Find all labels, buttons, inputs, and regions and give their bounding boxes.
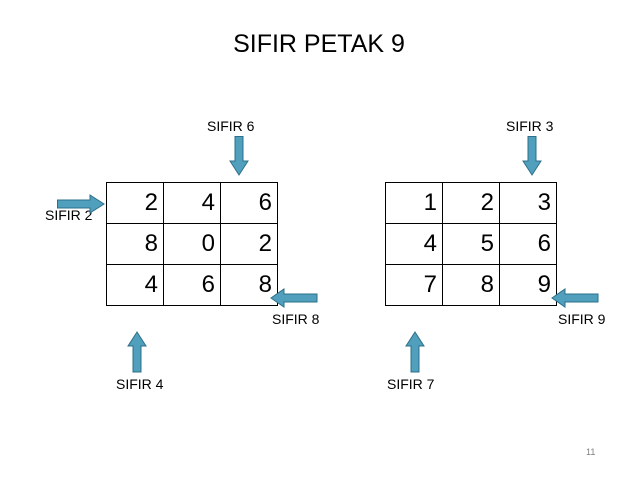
grid-cell: 7: [385, 264, 443, 306]
table-row: 1 2 3: [385, 182, 557, 224]
table-row: 4 5 6: [385, 223, 557, 265]
right-right-label: SIFIR 9: [558, 311, 606, 327]
arrow-left-icon: [551, 288, 599, 308]
grid-cell: 2: [106, 182, 164, 224]
grid-cell: 3: [499, 182, 557, 224]
left-left-label: SIFIR 2: [45, 207, 93, 223]
left-right-label: SIFIR 8: [272, 311, 320, 327]
slide-title: SIFIR PETAK 9: [233, 30, 405, 58]
grid-cell: 0: [163, 223, 221, 265]
left-grid: 2 4 6 8 0 2 4 6 8: [106, 182, 278, 306]
grid-cell: 6: [499, 223, 557, 265]
grid-cell: 1: [385, 182, 443, 224]
table-row: 7 8 9: [385, 264, 557, 306]
arrow-down-icon: [229, 136, 249, 176]
grid-cell: 2: [442, 182, 500, 224]
left-top-label: SIFIR 6: [207, 118, 255, 134]
grid-cell: 4: [106, 264, 164, 306]
table-row: 4 6 8: [106, 264, 278, 306]
page-number: 11: [586, 447, 596, 457]
right-bottom-label: SIFIR 7: [387, 376, 435, 392]
grid-cell: 4: [163, 182, 221, 224]
right-grid: 1 2 3 4 5 6 7 8 9: [385, 182, 557, 306]
arrow-right-icon: [57, 194, 105, 214]
arrow-up-icon: [127, 331, 147, 373]
grid-cell: 9: [499, 264, 557, 306]
grid-cell: 6: [220, 182, 278, 224]
grid-cell: 8: [106, 223, 164, 265]
grid-cell: 8: [442, 264, 500, 306]
grid-cell: 8: [220, 264, 278, 306]
grid-cell: 2: [220, 223, 278, 265]
arrow-down-icon: [522, 136, 542, 176]
grid-cell: 6: [163, 264, 221, 306]
arrow-up-icon: [405, 331, 425, 373]
table-row: 8 0 2: [106, 223, 278, 265]
table-row: 2 4 6: [106, 182, 278, 224]
right-top-label: SIFIR 3: [506, 118, 554, 134]
grid-cell: 5: [442, 223, 500, 265]
arrow-left-icon: [270, 288, 318, 308]
left-bottom-label: SIFIR 4: [116, 376, 164, 392]
grid-cell: 4: [385, 223, 443, 265]
